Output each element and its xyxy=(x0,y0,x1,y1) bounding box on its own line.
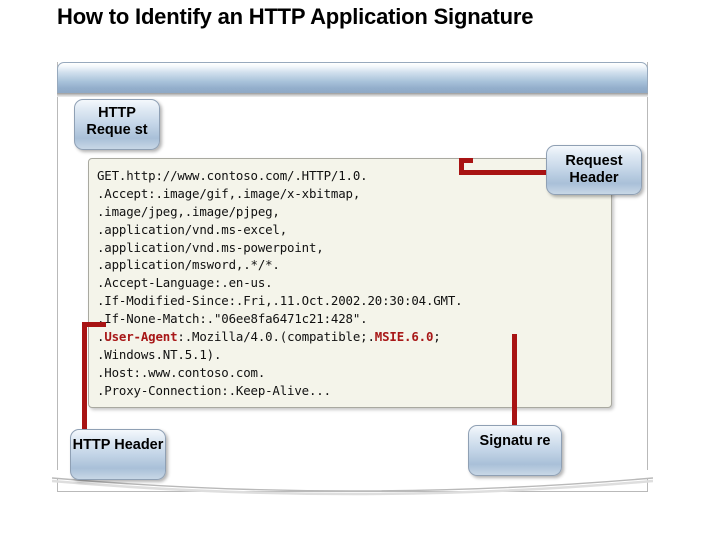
code-line: .If-None-Match:."06ee8fa6471c21:428". xyxy=(97,311,368,327)
callout-http-header[interactable]: HTTP Header xyxy=(70,429,166,480)
code-line: .application/msword,.*/*. xyxy=(97,257,280,273)
callout-request-header-label: Request Header xyxy=(565,153,623,186)
code-token-highlighted: MSIE.6.0 xyxy=(374,329,434,345)
callout-http-request-label: HTTP Reque st xyxy=(86,105,148,138)
http-request-code-block xyxy=(88,158,612,408)
code-line: .application/vnd.ms-excel, xyxy=(97,221,288,237)
code-token-highlighted: User-Agent xyxy=(104,329,178,345)
callout-signature-label: Signatu re xyxy=(479,433,551,449)
code-line: .Accept-Language:.en-us. xyxy=(97,275,273,291)
callout-request-header[interactable]: Request Header xyxy=(546,145,642,195)
panel-titlebar xyxy=(57,62,648,94)
code-line: .Host:.www.contoso.com. xyxy=(97,364,266,380)
code-line: .Accept:.image/gif,.image/x-xbitmap, xyxy=(97,185,361,201)
code-token: . xyxy=(97,329,105,345)
connector-request-header-bracket-cap xyxy=(459,158,473,163)
callout-http-header-label: HTTP Header xyxy=(72,437,164,453)
connector-request-header-bracket-vertical xyxy=(459,158,464,175)
panel-titlebar-divider xyxy=(57,93,648,97)
code-line: .Proxy-Connection:.Keep-Alive... xyxy=(97,382,331,398)
code-line: .application/vnd.ms-powerpoint, xyxy=(97,239,324,255)
connector-signature-line xyxy=(512,334,517,430)
connector-http-header-line xyxy=(82,322,87,434)
code-token: ; xyxy=(433,329,441,345)
code-token: :.Mozilla/4.0.(compatible;. xyxy=(177,329,375,345)
code-line: .If-Modified-Since:.Fri,.11.Oct.2002.20:… xyxy=(97,293,463,309)
callout-http-request[interactable]: HTTP Reque st xyxy=(74,99,160,150)
page-title: How to Identify an HTTP Application Sign… xyxy=(57,4,534,29)
code-line: .image/jpeg,.image/pjpeg, xyxy=(97,203,280,219)
callout-signature[interactable]: Signatu re xyxy=(468,425,562,476)
code-line: .Windows.NT.5.1). xyxy=(97,346,222,362)
http-request-code-text: GET.http://www.contoso.com/.HTTP/1.0. .Ac… xyxy=(97,167,617,400)
code-line: GET.http://www.contoso.com/.HTTP/1.0. xyxy=(97,168,368,183)
connector-http-header-stub xyxy=(82,322,106,327)
connector-request-header-line xyxy=(459,170,547,175)
code-line: .User-Agent:.Mozilla/4.0.(compatible;.MS… xyxy=(97,328,617,346)
